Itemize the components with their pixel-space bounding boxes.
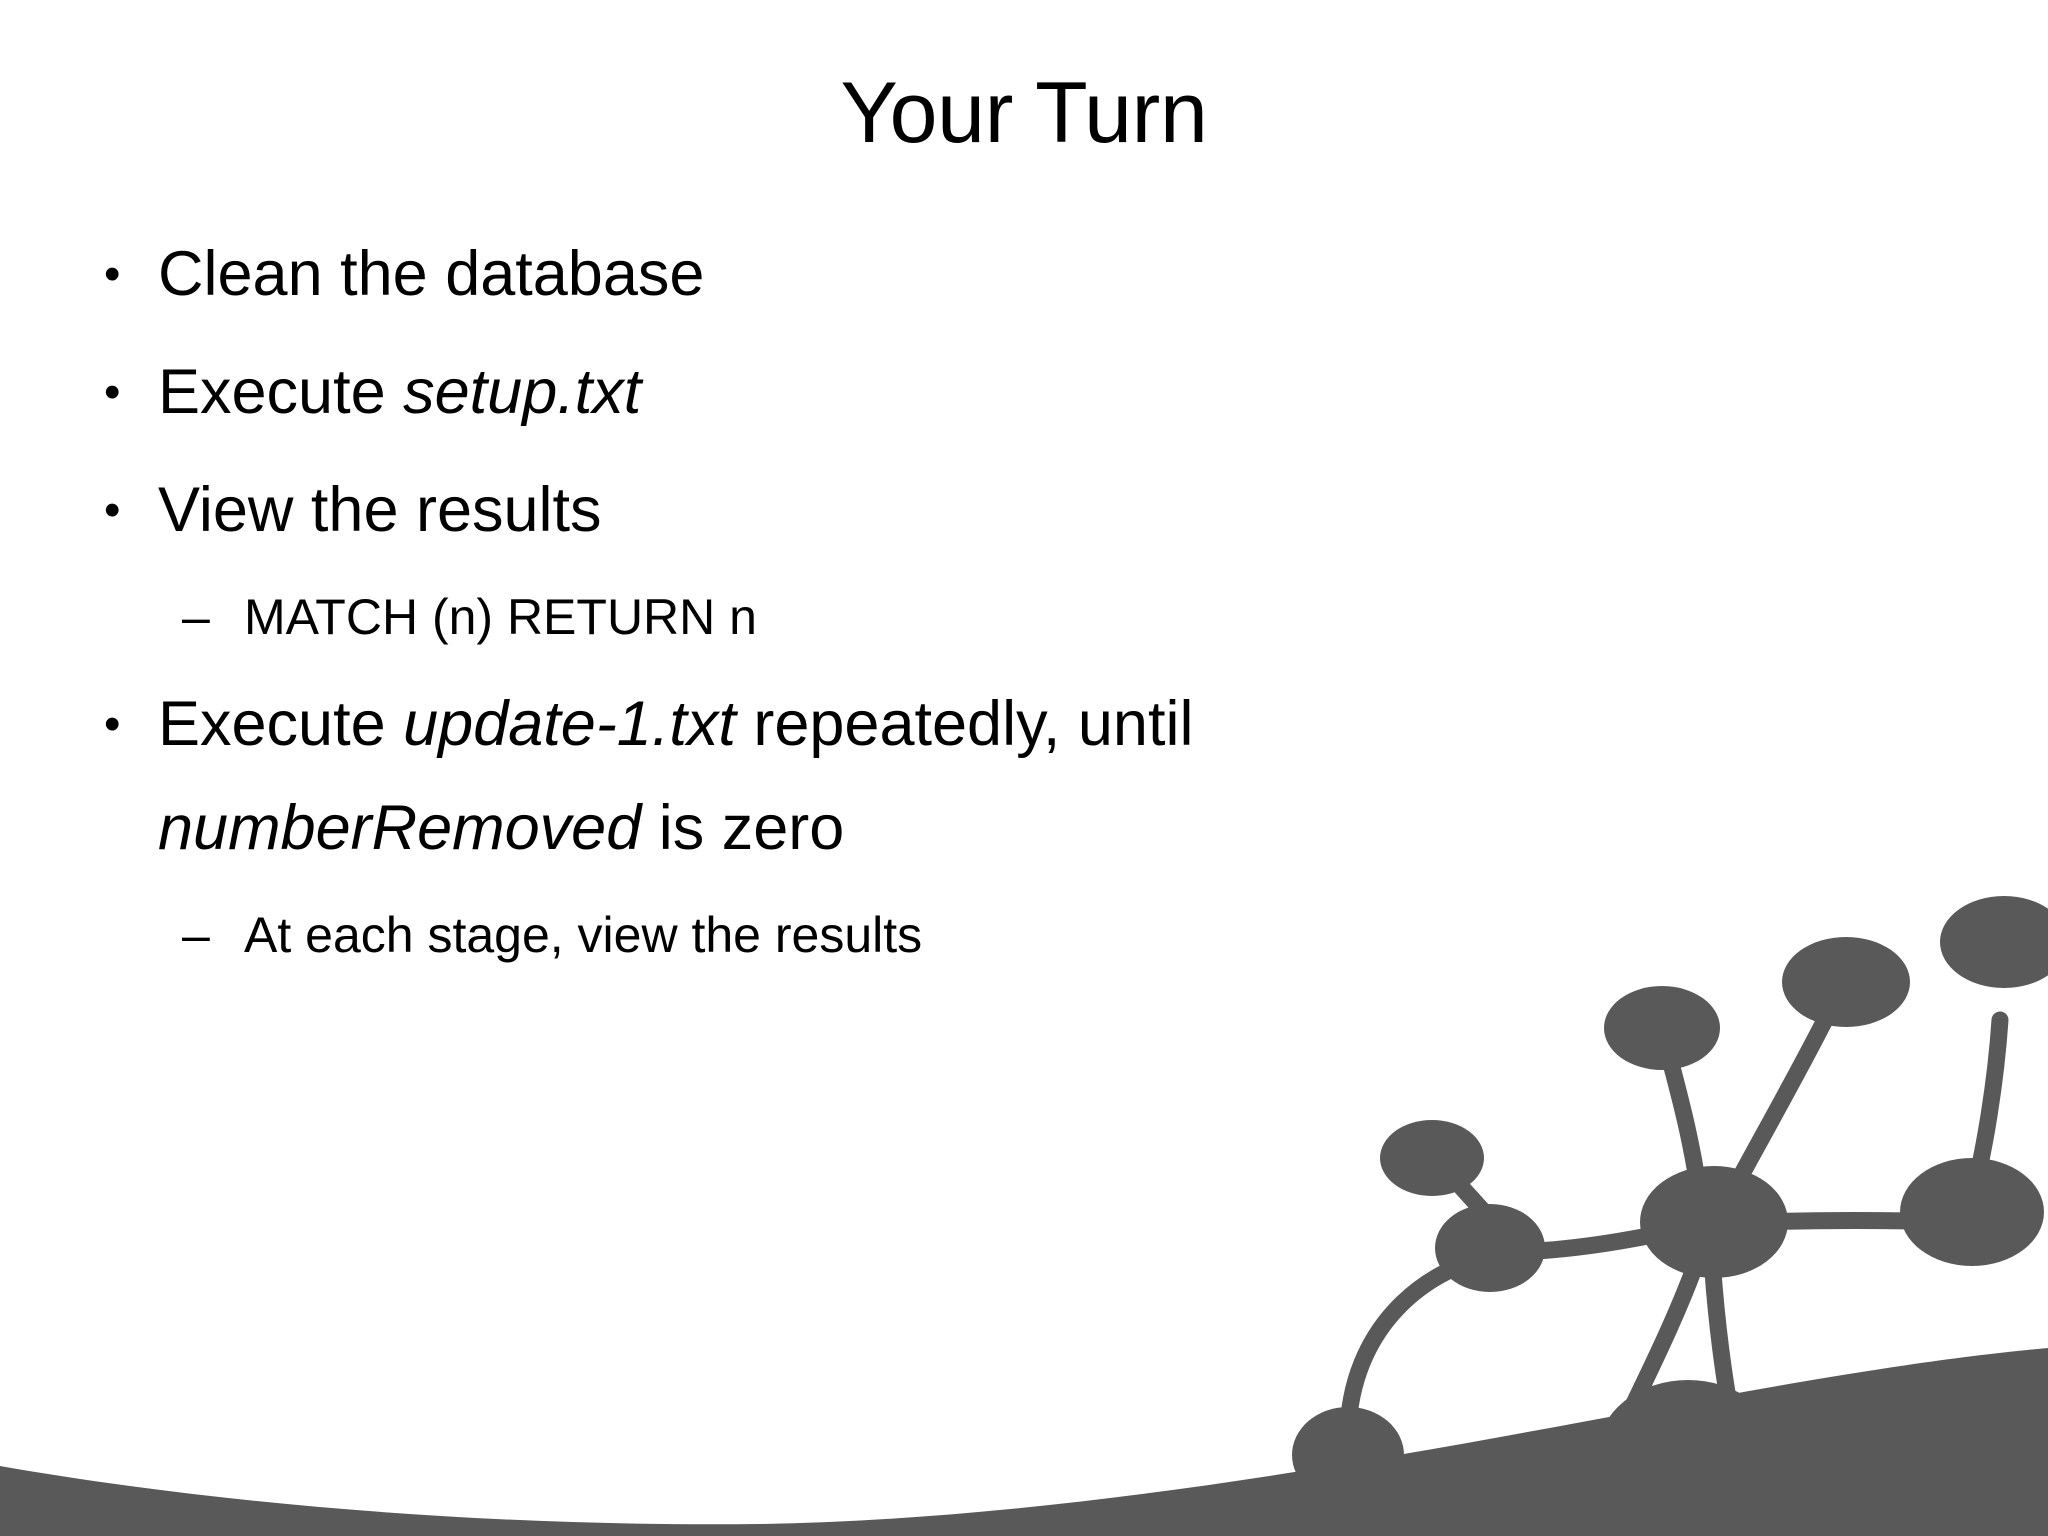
graph-edge	[1721, 1001, 1839, 1205]
sub-list-item: – MATCH (n) RETURN n	[96, 570, 1636, 664]
wave-footer	[0, 1348, 2048, 1536]
graph-node	[1380, 1120, 1484, 1196]
graph-node	[1604, 986, 1720, 1070]
run-text: repeatedly, until	[735, 689, 1194, 759]
graph-edges	[1339, 1001, 2009, 1439]
graph-edge	[1703, 1249, 1741, 1429]
graph-edge	[1659, 1043, 1709, 1209]
list-item-text: Clean the database	[158, 222, 1636, 326]
list-item: • Execute setup.txt	[96, 340, 1636, 444]
graph-node	[1900, 1158, 2044, 1266]
graph-node	[1940, 896, 2048, 988]
run-text-italic: numberRemoved	[158, 793, 642, 863]
graph-edge	[1339, 1247, 1499, 1439]
run-text: is zero	[641, 793, 845, 863]
list-item: • Execute update-1.txt repeatedly, until…	[96, 672, 1636, 880]
graph-edge	[1619, 1243, 1709, 1425]
graph-edge	[1961, 1011, 2009, 1217]
bullet-dot-icon: •	[104, 247, 121, 300]
bullet-dash-icon: –	[182, 907, 210, 963]
run-text: At each stage, view the results	[244, 907, 923, 963]
run-text: Clean the database	[158, 239, 705, 309]
bullet-list: • Clean the database • Execute setup.txt…	[96, 222, 1636, 982]
graph-edge	[1745, 1212, 1959, 1231]
run-text: Execute	[158, 689, 404, 759]
list-item-text: View the results	[158, 458, 1636, 562]
list-item-text: Execute update-1.txt repeatedly, until n…	[158, 672, 1636, 880]
graph-node	[1292, 1407, 1404, 1503]
graph-node	[1435, 1204, 1545, 1292]
list-item: • View the results	[96, 458, 1636, 562]
graph-node	[1640, 1166, 1788, 1278]
bullet-dash-icon: –	[182, 589, 210, 645]
bullet-dot-icon: •	[104, 483, 121, 536]
bullet-dot-icon: •	[104, 365, 121, 418]
graph-nodes	[1292, 896, 2048, 1524]
run-text: MATCH (n) RETURN n	[244, 589, 757, 645]
graph-node	[1782, 937, 1910, 1027]
run-text-italic: update-1.txt	[403, 689, 736, 759]
sub-list-item-text: At each stage, view the results	[244, 888, 1636, 982]
graph-edge	[1446, 1171, 1511, 1241]
run-text: Execute	[158, 357, 404, 427]
list-item: • Clean the database	[96, 222, 1636, 326]
list-item-text: Execute setup.txt	[158, 340, 1636, 444]
graph-node	[1598, 1380, 1778, 1524]
sub-list-item-text: MATCH (n) RETURN n	[244, 570, 1636, 664]
bullet-dot-icon: •	[104, 697, 121, 750]
run-text-italic: setup.txt	[403, 357, 642, 427]
graph-edge	[1507, 1219, 1697, 1261]
run-text: View the results	[158, 475, 602, 545]
page-title: Your Turn	[840, 65, 1208, 161]
sub-list-item: – At each stage, view the results	[96, 888, 1636, 982]
